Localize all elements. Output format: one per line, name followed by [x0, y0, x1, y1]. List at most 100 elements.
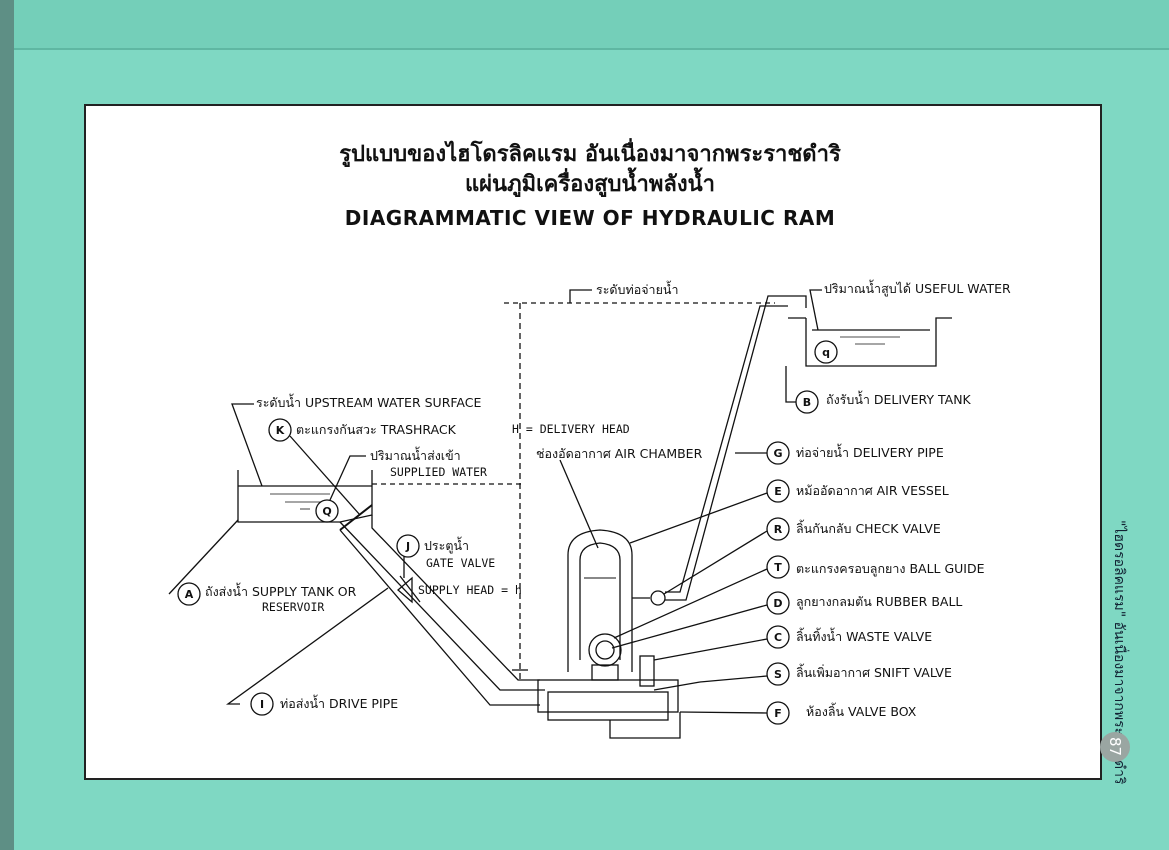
supply-tank-label-1: ถังส่งน้ำ SUPPLY TANK OR	[205, 582, 357, 599]
air-vessel-label: หม้ออัดอากาศ AIR VESSEL	[796, 483, 949, 498]
svg-text:Q: Q	[322, 505, 331, 518]
rubber-ball	[595, 640, 615, 660]
delivery-tank-label: ถังรับน้ำ DELIVERY TANK	[826, 390, 972, 407]
drive-pipe-label: ท่อส่งน้ำ DRIVE PIPE	[280, 694, 398, 711]
supply-head-label: SUPPLY HEAD = h	[418, 583, 522, 597]
marker-T: T	[766, 555, 790, 579]
svg-text:E: E	[774, 485, 782, 498]
gate-valve-label-th: ประตูน้ำ	[424, 536, 469, 554]
check-valve-leader	[663, 530, 768, 595]
book-binding	[0, 0, 14, 850]
valve-box-inner	[547, 691, 669, 721]
marker-q-small: q	[814, 340, 838, 364]
supply-tank	[237, 470, 373, 523]
supply-tank-label-2: RESERVOIR	[262, 600, 324, 614]
valve-box-leader	[679, 711, 768, 714]
page-fold-line	[0, 48, 1169, 50]
drive-pipe-upper	[339, 521, 545, 691]
trashrack-label: ตะแกรงกันสวะ TRASHRACK	[296, 422, 457, 437]
marker-J: J	[396, 534, 420, 558]
gate-valve-label-en: GATE VALVE	[426, 556, 495, 570]
ram-neck	[591, 664, 619, 681]
svg-text:S: S	[774, 668, 782, 681]
svg-text:B: B	[803, 396, 811, 409]
marker-R: R	[766, 517, 790, 541]
delivery-tank-leader	[785, 366, 796, 403]
marker-C: C	[766, 625, 790, 649]
delivery-pipe-label: ท่อจ่ายน้ำ DELIVERY PIPE	[796, 443, 944, 460]
ball-guide-label: ตะแกรงครอบลูกยาง BALL GUIDE	[796, 561, 985, 577]
supply-tank-leader	[168, 519, 239, 595]
rubber-ball-housing	[588, 633, 622, 667]
supplied-water-label-th: ปริมาณน้ำส่งเข้า	[370, 446, 461, 463]
marker-G: G	[766, 441, 790, 465]
snift-valve-leader	[699, 675, 768, 683]
drive-pipe-edge	[339, 529, 540, 706]
delivery-tank	[805, 317, 952, 367]
supplied-water-leader	[329, 455, 366, 501]
upstream-leader	[231, 403, 263, 487]
air-vessel-inner	[579, 542, 621, 660]
useful-water-leader	[809, 289, 822, 331]
marker-I: I	[250, 692, 274, 716]
drive-pipe-lower	[371, 515, 540, 681]
marker-Q: Q	[315, 499, 339, 523]
book-top-band	[0, 0, 1169, 50]
valve-box-outlet	[609, 712, 681, 739]
title-block: รูปแบบของไฮโดรลิคแรม อันเนื่องมาจากพระรา…	[240, 140, 940, 236]
check-valve	[650, 590, 666, 606]
svg-text:T: T	[774, 561, 782, 574]
trashrack-grill	[339, 504, 373, 531]
air-vessel-outer	[567, 529, 633, 672]
ball-guide-leader	[613, 568, 768, 639]
marker-A: A	[177, 582, 201, 606]
snift-valve-label: ลิ้นเพิ่มอากาศ SNIFT VALVE	[796, 663, 952, 680]
useful-water-label: ปริมาณน้ำสูบได้ USEFUL WATER	[824, 279, 1011, 297]
svg-text:R: R	[774, 523, 783, 536]
title-english: DIAGRAMMATIC VIEW OF HYDRAULIC RAM	[344, 206, 836, 230]
air-vessel-leader	[629, 492, 768, 544]
waste-valve-leader	[653, 638, 768, 661]
page-number: 87	[1100, 732, 1130, 762]
delivery-pipe-inner	[665, 305, 788, 593]
waste-valve-label: ลิ้นทิ้งน้ำ WASTE VALVE	[796, 627, 932, 644]
title-thai-line-2: แผ่นภูมิเครื่องสูบน้ำพลังน้ำ	[464, 172, 716, 197]
supplied-water-label-en: SUPPLIED WATER	[390, 465, 487, 479]
marker-S: S	[766, 662, 790, 686]
delivery-level-label: ระดับท่อจ่ายน้ำ	[596, 280, 678, 297]
marker-E: E	[766, 479, 790, 503]
drive-pipe-leader	[225, 587, 389, 705]
delivery-head-label: H = DELIVERY HEAD	[512, 422, 630, 436]
marker-D: D	[766, 591, 790, 615]
svg-text:J: J	[405, 540, 410, 553]
delivery-level-leader	[569, 289, 592, 303]
diagram-panel	[84, 104, 1102, 780]
trashrack-leader	[289, 435, 361, 516]
marker-F: F	[766, 701, 790, 725]
upstream-label: ระดับน้ำ UPSTREAM WATER SURFACE	[256, 393, 481, 410]
title-thai-line-1: รูปแบบของไฮโดรลิคแรม อันเนื่องมาจากพระรา…	[339, 142, 841, 167]
snift-leader	[653, 681, 701, 691]
svg-text:G: G	[773, 447, 782, 460]
svg-text:C: C	[774, 631, 782, 644]
marker-B: B	[795, 390, 819, 414]
air-chamber-leader	[559, 459, 599, 549]
valve-box	[537, 679, 679, 713]
svg-text:K: K	[276, 424, 285, 437]
svg-text:I: I	[260, 698, 264, 711]
air-chamber-label: ช่องอัดอากาศ AIR CHAMBER	[536, 446, 703, 461]
rubber-ball-label: ลูกยางกลมตัน RUBBER BALL	[796, 594, 962, 610]
svg-text:F: F	[774, 707, 782, 720]
check-valve-label: ลิ้นกันกลับ CHECK VALVE	[796, 519, 941, 536]
svg-text:q: q	[822, 346, 830, 359]
valve-box-label: ห้องลิ้น VALVE BOX	[806, 702, 917, 719]
svg-text:A: A	[185, 588, 194, 601]
marker-K: K	[268, 418, 292, 442]
gate-valve-stem	[399, 575, 421, 603]
side-running-title: "ไฮดรอลิคแรม" อันเนื่องมาจากพระราชดำริ	[1111, 520, 1127, 785]
svg-text:D: D	[773, 597, 782, 610]
gate-valve-body	[397, 576, 413, 604]
delivery-pipe-outer	[665, 295, 807, 601]
rubber-ball-leader	[611, 604, 768, 649]
